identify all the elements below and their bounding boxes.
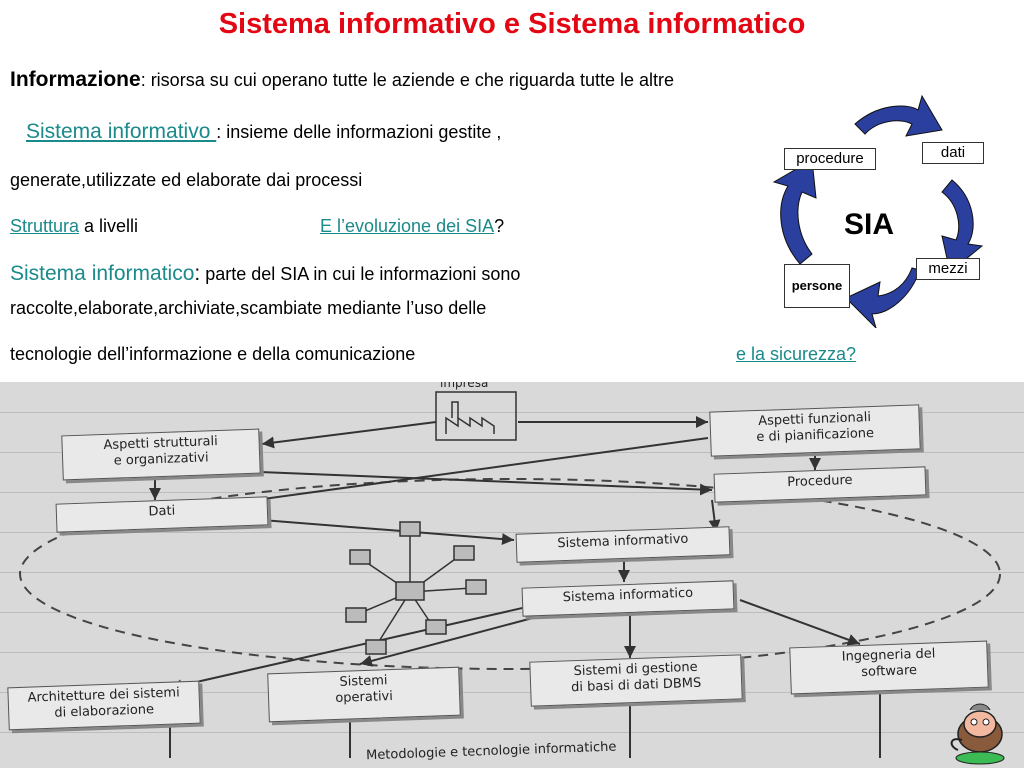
sistema-informatico-line: Sistema informatico: parte del SIA in cu… <box>10 262 520 286</box>
struttura-text: a livelli <box>79 216 139 236</box>
factory-icon <box>435 391 517 441</box>
sistema-informatico-line3: tecnologie dell’informazione e della com… <box>10 344 416 364</box>
sistema-informativo-link[interactable]: Sistema informativo <box>26 120 217 143</box>
evoluzione-line: E l’evoluzione dei SIA? <box>320 216 504 237</box>
struttura-link[interactable]: Struttura <box>10 216 80 236</box>
diagram-sistemi-operativi: Sistemi operativi <box>267 666 461 723</box>
dashed-ellipse <box>19 478 1001 670</box>
sistema-informativo-line: Sistema informativo : insieme delle info… <box>26 120 501 144</box>
informazione-definition: : risorsa su cui operano tutte le aziend… <box>140 70 674 90</box>
sistema-informatico-line2: raccolte,elaborate,archiviate,scambiate … <box>10 298 487 318</box>
cycle-sia-label: SIA <box>844 208 895 241</box>
cycle-arrow-bottom <box>845 267 921 328</box>
diagram-aspetti-funzionali: Aspetti funzionali e di pianificazione <box>709 404 921 457</box>
scanned-diagram: impresa Aspetti strutturali e organizzat… <box>0 382 1024 768</box>
diagram-ingegneria-software: Ingegneria del software <box>789 640 989 695</box>
informazione-line: Informazione: risorsa su cui operano tut… <box>10 68 674 92</box>
evoluzione-question-mark: ? <box>494 216 505 236</box>
connector-architetture <box>169 603 541 692</box>
diagram-aspetti-strutturali: Aspetti strutturali e organizzativi <box>61 428 261 481</box>
slide-title: Sistema informativo e Sistema informatic… <box>218 8 806 40</box>
connector-aspetti-to-procedure <box>259 471 713 496</box>
connector-ingegneria <box>739 599 861 646</box>
diagram-architetture: Architetture dei sistemi di elaborazione <box>7 680 201 731</box>
sicurezza-link-wrap: e la sicurezza? <box>736 344 856 365</box>
sistema-informativo-line2: generate,utilizzate ed elaborate dai pro… <box>10 170 363 190</box>
informazione-term: Informazione <box>10 68 141 91</box>
struttura-line: Struttura a livelli <box>10 216 138 237</box>
connector-impresa-left <box>261 421 437 449</box>
mascot-icon <box>950 703 1005 765</box>
sistema-informativo-definition: : insieme delle informazioni gestite , <box>216 122 502 142</box>
sistema-informatico-colon: : <box>194 262 201 285</box>
cycle-arrow-left <box>772 159 817 265</box>
evoluzione-sia-link[interactable]: E l’evoluzione dei SIA <box>320 216 495 236</box>
connector-bottom-base <box>169 694 881 758</box>
sistema-informatico-term: Sistema informatico <box>10 262 195 285</box>
network-icon <box>345 521 487 655</box>
sicurezza-link[interactable]: e la sicurezza? <box>736 344 857 364</box>
cycle-mezzi-box: mezzi <box>916 258 980 280</box>
sia-cycle-arrows <box>772 94 984 328</box>
cycle-persone-box: persone <box>784 264 850 308</box>
diagram-impresa-label: impresa <box>440 382 489 390</box>
diagram-dbms: Sistemi di gestione di basi di dati DBMS <box>529 654 743 707</box>
sistema-informatico-definition: parte del SIA in cui le informazioni son… <box>200 264 521 284</box>
cycle-arrow-top <box>854 94 943 137</box>
cycle-procedure-box: procedure <box>784 148 876 170</box>
cycle-dati-box: dati <box>922 142 984 164</box>
connector-funzionali-to-dati <box>211 437 709 511</box>
